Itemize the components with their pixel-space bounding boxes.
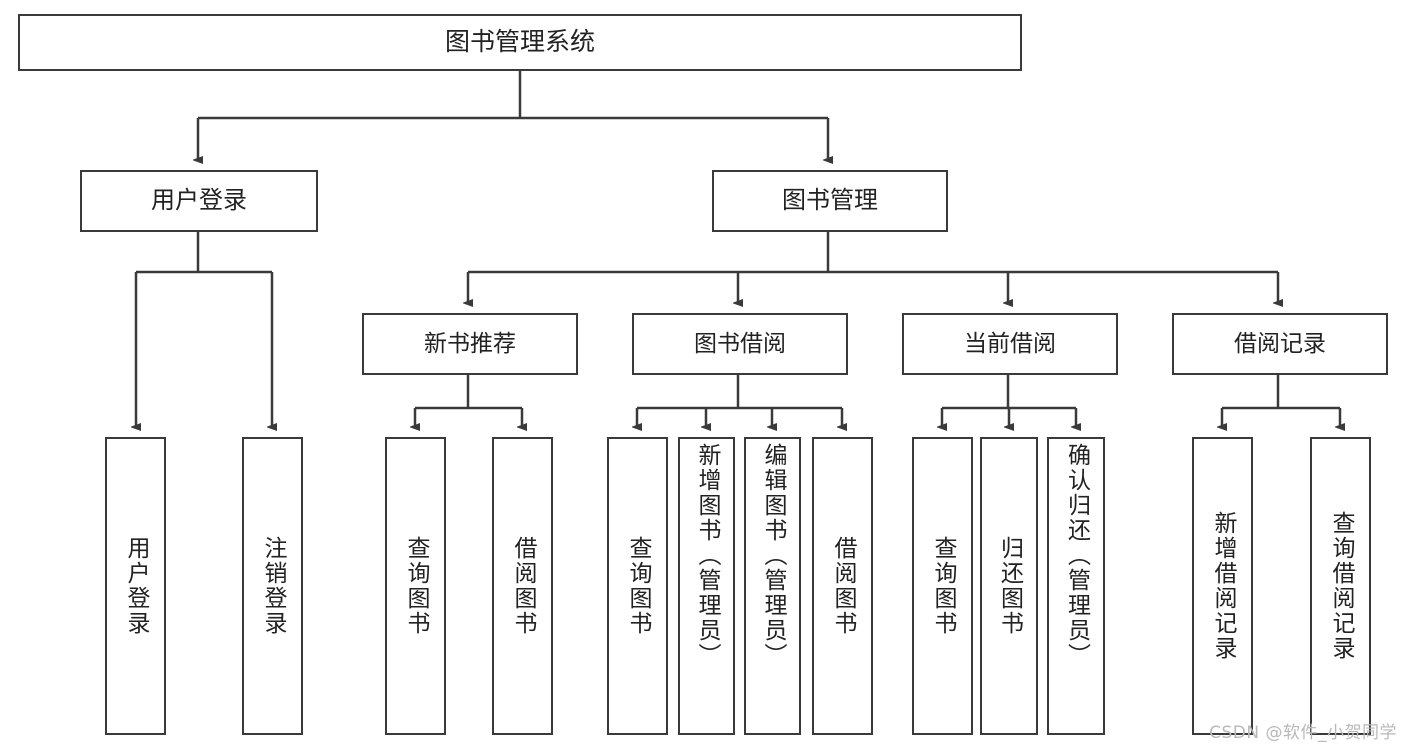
- node-new-book-recommend[interactable]: 新书推荐: [362, 313, 578, 375]
- leaf-current-query-book[interactable]: 查询图书: [912, 437, 973, 735]
- node-label: 查询图书: [625, 536, 651, 636]
- node-label: 编辑图书（管理员）: [760, 443, 786, 668]
- node-borrow-record[interactable]: 借阅记录: [1172, 313, 1388, 375]
- leaf-current-return-book[interactable]: 归还图书: [980, 437, 1038, 735]
- node-label: 归还图书: [996, 536, 1023, 636]
- leaf-user-login-login[interactable]: 用户登录: [105, 437, 166, 735]
- leaf-borrow-query-book[interactable]: 查询图书: [607, 437, 668, 735]
- node-label: 查询图书: [930, 536, 956, 636]
- node-label: 新增图书（管理员）: [694, 443, 720, 668]
- leaf-borrow-edit-book-admin[interactable]: 编辑图书（管理员）: [744, 437, 801, 735]
- node-label: 借阅图书: [830, 536, 856, 636]
- leaf-borrow-borrow-book[interactable]: 借阅图书: [812, 437, 873, 735]
- node-label: 借阅记录: [1234, 330, 1326, 357]
- leaf-record-add-record[interactable]: 新增借阅记录: [1192, 437, 1253, 735]
- node-user-login[interactable]: 用户登录: [80, 170, 318, 232]
- node-book-management[interactable]: 图书管理: [712, 170, 948, 232]
- node-label: 图书借阅: [694, 330, 786, 357]
- csdn-watermark: CSDN @软件_小贺同学: [1209, 723, 1397, 743]
- node-label: 用户登录: [123, 536, 149, 636]
- node-label: 查询借阅记录: [1328, 511, 1354, 661]
- leaf-record-query-record[interactable]: 查询借阅记录: [1310, 437, 1371, 735]
- node-root-book-management-system[interactable]: 图书管理系统: [18, 14, 1022, 71]
- leaf-borrow-add-book-admin[interactable]: 新增图书（管理员）: [678, 437, 735, 735]
- node-label: 注销登录: [260, 536, 286, 636]
- node-label: 图书管理系统: [444, 27, 595, 57]
- leaf-new-book-borrow-book[interactable]: 借阅图书: [492, 437, 553, 735]
- node-label: 用户登录: [151, 186, 247, 215]
- leaf-current-confirm-return-admin[interactable]: 确认归还（管理员）: [1047, 437, 1105, 735]
- node-label: 查询图书: [403, 536, 429, 636]
- node-current-borrow[interactable]: 当前借阅: [902, 313, 1118, 375]
- leaf-new-book-query-book[interactable]: 查询图书: [385, 437, 446, 735]
- node-book-borrow[interactable]: 图书借阅: [632, 313, 848, 375]
- node-label: 新增借阅记录: [1210, 511, 1236, 661]
- node-label: 新书推荐: [424, 330, 516, 357]
- node-label: 借阅图书: [510, 536, 536, 636]
- leaf-user-login-logout[interactable]: 注销登录: [242, 437, 303, 735]
- node-label: 确认归还（管理员）: [1063, 443, 1090, 668]
- node-label: 图书管理: [782, 186, 878, 215]
- node-label: 当前借阅: [964, 330, 1056, 357]
